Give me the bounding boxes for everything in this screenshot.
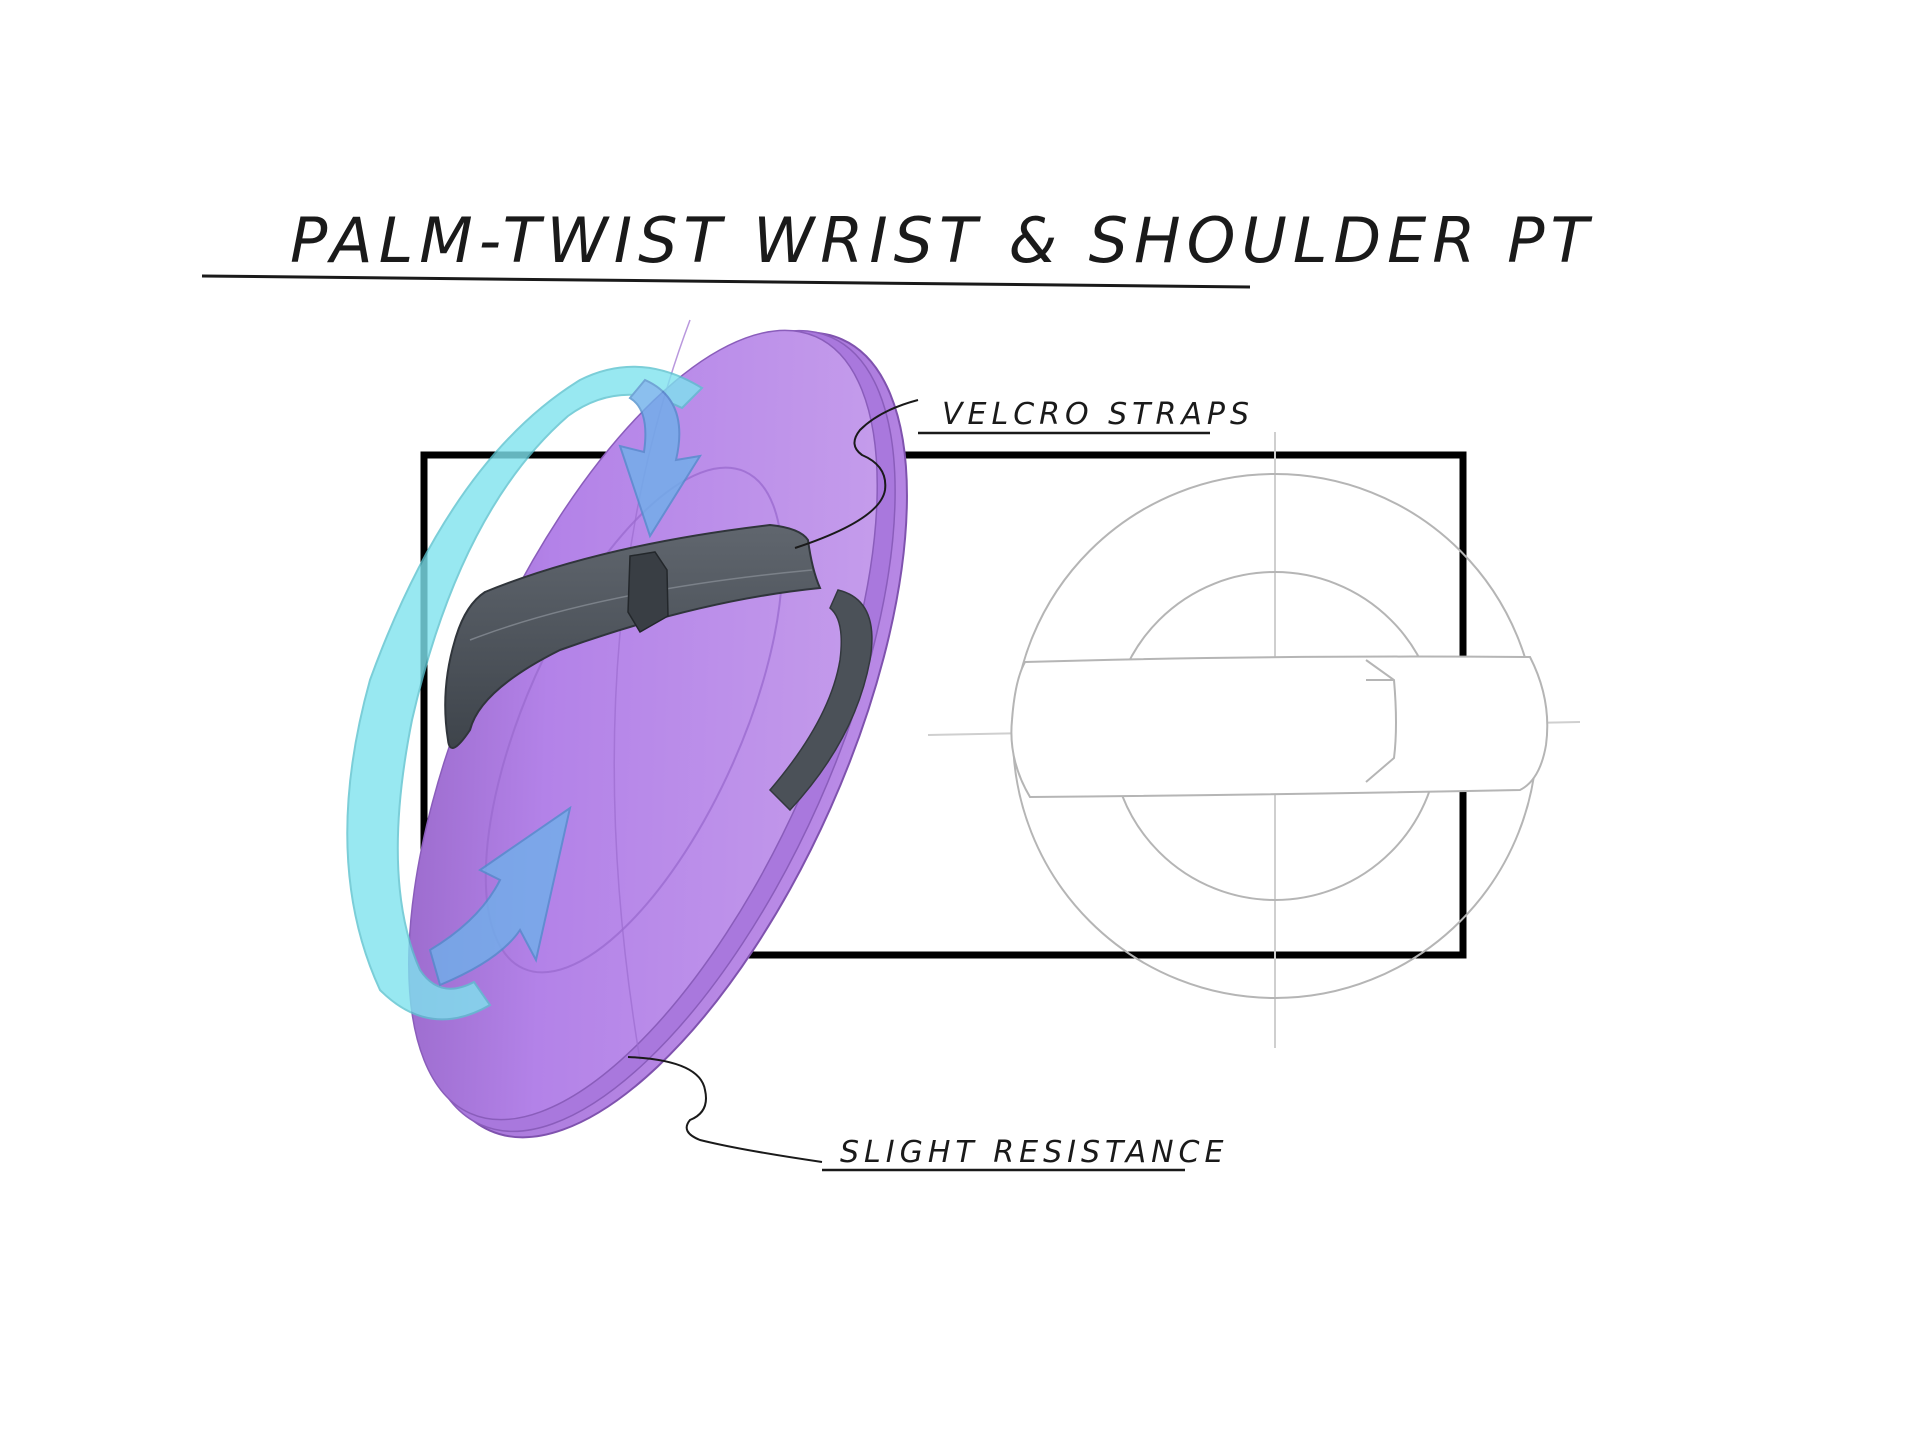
title-text: PALM-TWIST WRIST & SHOULDER PT bbox=[290, 204, 1594, 277]
rotation-arrow-ring bbox=[346, 365, 704, 1021]
rotation-arrow-head-top bbox=[618, 378, 703, 539]
front-buckle-outline bbox=[1365, 659, 1397, 783]
velcro-strap bbox=[444, 523, 822, 749]
front-view-drawing bbox=[927, 432, 1581, 1048]
disc-inner-ring bbox=[484, 466, 784, 974]
strap-back-loop bbox=[768, 589, 873, 812]
callout-resistance-label: SLIGHT RESISTANCE bbox=[840, 1135, 1228, 1170]
rotation-arrow-tail-bottom bbox=[428, 805, 572, 987]
rotation-arrow-icon bbox=[346, 365, 704, 1021]
callout-resistance-leader bbox=[627, 1056, 823, 1163]
title-underline bbox=[201, 274, 1251, 289]
strap-edge-highlight bbox=[469, 569, 813, 641]
sketch-title: PALM-TWIST WRIST & SHOULDER PT bbox=[201, 204, 1594, 289]
callout-velcro-label: VELCRO STRAPS bbox=[942, 397, 1254, 432]
strap-buckle bbox=[627, 551, 669, 634]
callout-velcro-straps: VELCRO STRAPS bbox=[794, 397, 1254, 549]
front-strap-outline bbox=[1010, 655, 1549, 799]
callout-velcro-leader bbox=[794, 399, 919, 549]
callout-slight-resistance: SLIGHT RESISTANCE bbox=[627, 1056, 1228, 1172]
